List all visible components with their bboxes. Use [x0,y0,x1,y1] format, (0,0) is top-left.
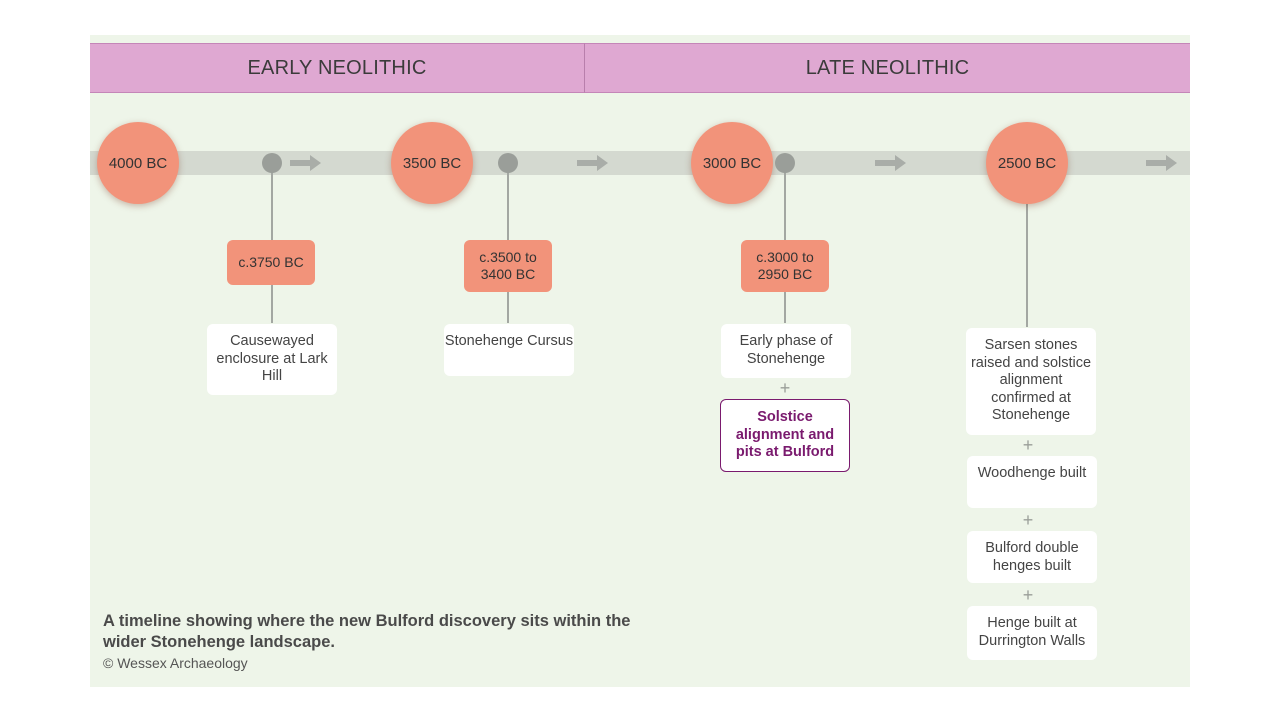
period-early-neolithic: EARLY NEOLITHIC [90,43,585,93]
year-marker-3000bc: 3000 BC [691,122,773,204]
dot-icon [775,153,795,173]
right-arrow-icon [577,155,608,171]
plus-icon: + [1022,435,1034,455]
event-durrington-walls: Henge built at Durrington Walls [967,606,1097,660]
year-marker-3500bc: 3500 BC [391,122,473,204]
event-label: Stonehenge Cursus [444,333,574,349]
year-marker-4000bc: 4000 BC [97,122,179,204]
caption-text: A timeline showing where the new Bulford… [103,612,631,651]
period-label: LATE NEOLITHIC [805,56,970,79]
event-label: Henge built at Durrington Walls [978,615,1086,649]
date-label: c.3500 to 3400 BC [479,249,537,282]
period-late-neolithic: LATE NEOLITHIC [585,43,1190,93]
event-label: Woodhenge built [977,465,1087,481]
dot-icon [498,153,518,173]
timeline-panel: EARLY NEOLITHIC LATE NEOLITHIC 4000 BC 3… [90,35,1190,687]
dot-icon [262,153,282,173]
period-label: EARLY NEOLITHIC [247,56,427,79]
plus-icon: + [1022,585,1034,605]
connector-line [1026,195,1028,327]
event-bulford-double-henges: Bulford double henges built [967,531,1097,583]
date-box-3000-2950bc: c.3000 to 2950 BC [741,240,829,292]
date-label: c.3750 BC [238,254,304,270]
event-causewayed-enclosure: Causewayed enclosure at Lark Hill [207,324,337,395]
event-woodhenge: Woodhenge built [967,456,1097,508]
event-early-phase-stonehenge: Early phase of Stonehenge [721,324,851,378]
event-label: Bulford double henges built [985,540,1079,574]
right-arrow-icon [290,155,321,171]
right-arrow-icon [875,155,906,171]
event-label: Sarsen stones raised and solstice alignm… [970,337,1092,423]
year-label: 3500 BC [402,154,462,172]
event-label: Solstice alignment and pits at Bulford [735,409,835,461]
event-stonehenge-cursus: Stonehenge Cursus [444,324,574,376]
caption-credit: © Wessex Archaeology [103,655,248,671]
date-box-3500-3400bc: c.3500 to 3400 BC [464,240,552,292]
year-label: 4000 BC [108,154,168,172]
event-sarsen-stones: Sarsen stones raised and solstice alignm… [966,328,1096,435]
year-marker-2500bc: 2500 BC [986,122,1068,204]
event-label: Early phase of Stonehenge [739,333,833,367]
event-label: Causewayed enclosure at Lark Hill [216,333,328,384]
right-arrow-icon [1146,155,1177,171]
plus-icon: + [779,378,791,398]
year-label: 2500 BC [997,154,1057,172]
date-box-3750bc: c.3750 BC [227,240,315,285]
figure-caption: A timeline showing where the new Bulford… [103,611,663,672]
year-label: 3000 BC [702,154,762,172]
event-solstice-bulford-highlight: Solstice alignment and pits at Bulford [720,399,850,472]
plus-icon: + [1022,510,1034,530]
date-label: c.3000 to 2950 BC [756,249,814,282]
